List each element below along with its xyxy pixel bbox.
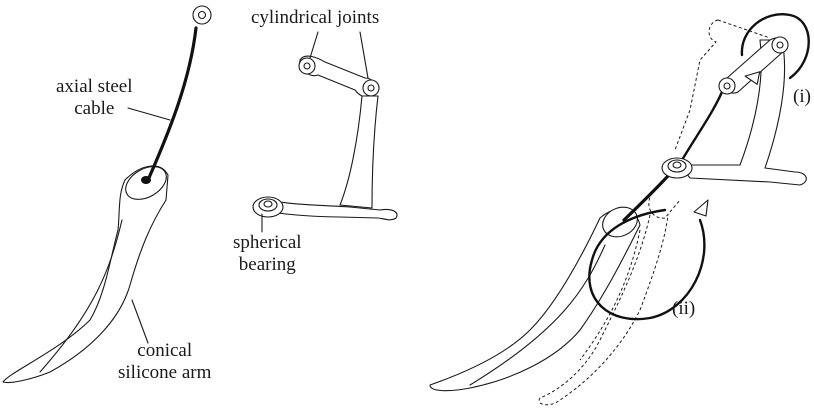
label-conical-silicone-arm-line1: conical bbox=[118, 340, 211, 362]
leader-conical-silicone-arm bbox=[132, 300, 148, 343]
label-axial-steel-cable: axial steel cable bbox=[56, 76, 133, 120]
leader-axial-steel-cable bbox=[128, 108, 170, 120]
label-axial-steel-cable-line2: cable bbox=[56, 98, 133, 120]
leader-cylindrical-joint-left bbox=[310, 32, 318, 58]
label-conical-silicone-arm-line2: silicone arm bbox=[118, 362, 211, 384]
label-cylindrical-joints: cylindrical joints bbox=[251, 7, 379, 29]
leader-cylindrical-joint-right bbox=[360, 32, 368, 78]
label-spherical-bearing: spherical bearing bbox=[233, 232, 302, 276]
label-axial-steel-cable-line1: axial steel bbox=[56, 76, 133, 98]
label-motion-ii: (ii) bbox=[672, 298, 695, 320]
assembled-cable bbox=[624, 85, 725, 220]
label-spherical-bearing-line2: bearing bbox=[233, 254, 302, 276]
label-motion-i: (i) bbox=[793, 86, 811, 108]
label-spherical-bearing-line1: spherical bbox=[233, 232, 302, 254]
axial-steel-cable-panel-1 bbox=[148, 6, 211, 180]
label-conical-silicone-arm: conical silicone arm bbox=[118, 340, 211, 384]
assembled-linkage bbox=[662, 37, 806, 185]
linkage-panel-2 bbox=[253, 56, 397, 220]
